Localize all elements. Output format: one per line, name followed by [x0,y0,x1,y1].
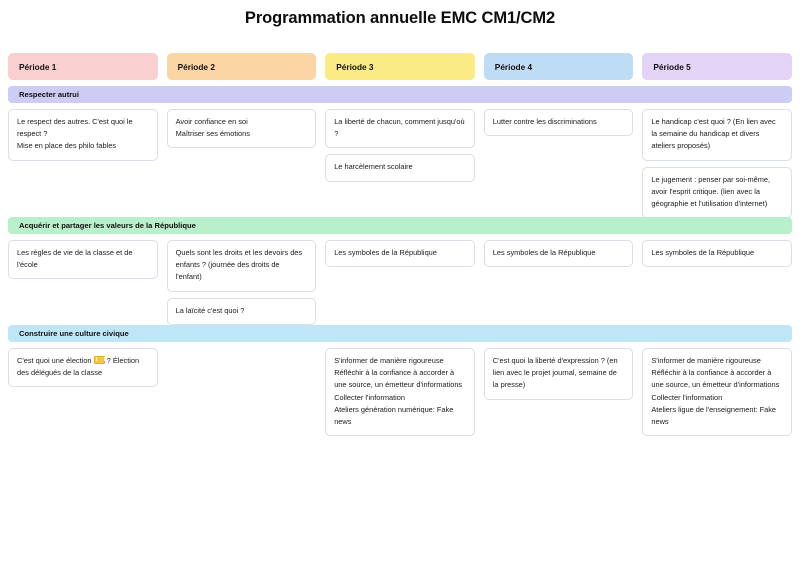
activity-card[interactable]: Le respect des autres. C'est quoi le res… [8,109,158,161]
section-3-title[interactable]: Construire une culture civique [8,325,792,342]
period-header-1[interactable]: Période 1 [8,53,158,80]
section-1-title[interactable]: Respecter autrui [8,86,792,103]
page-title: Programmation annuelle EMC CM1/CM2 [244,9,556,27]
activity-card-text-after: ? Élection des délégués de la classe [17,356,140,378]
period-header-3-label: Période 3 [336,61,374,72]
activity-card-text-before: C'est quoi une élection [17,356,94,365]
activity-card[interactable]: Le harcèlement scolaire [325,154,475,182]
column-period-4: Les symboles de la République [483,240,634,268]
section-2-title[interactable]: Acquérir et partager les valeurs de la R… [8,217,792,234]
activity-card[interactable]: Avoir confiance en soi Maîtriser ses émo… [166,109,317,149]
period-header-4[interactable]: Période 4 [483,53,634,80]
column-period-2: Quels sont les droits et les devoirs des… [166,240,317,325]
period-header-3[interactable]: Période 3 [325,53,475,80]
activity-card[interactable]: C'est quoi la liberté d'expression ? (en… [483,348,634,400]
period-header-5[interactable]: Période 5 [642,53,792,80]
activity-card[interactable]: C'est quoi une élection ? Élection des d… [8,348,158,388]
activity-card[interactable]: Lutter contre les discriminations [483,109,634,137]
activity-card[interactable]: S'informer de manière rigoureuse Réfléch… [325,348,475,437]
period-header-5-label: Période 5 [653,61,691,72]
column-period-3: La liberté de chacun, comment jusqu'où ?… [325,109,475,182]
column-period-2: Avoir confiance en soi Maîtriser ses émo… [166,109,317,149]
period-header-1-label: Période 1 [19,61,57,72]
period-header-2-label: Période 2 [177,61,215,72]
activity-card[interactable]: Les symboles de la République [483,240,634,268]
activity-card[interactable]: Les règles de vie de la classe et de l'é… [8,240,158,280]
column-period-5: Le handicap c'est quoi ? (En lien avec l… [642,109,792,219]
section-3-columns: C'est quoi une élection ? Élection des d… [8,348,792,437]
section-2-title-label: Acquérir et partager les valeurs de la R… [19,221,196,230]
column-period-3: Les symboles de la République [325,240,475,268]
section-2: Acquérir et partager les valeurs de la R… [8,217,792,325]
period-header-2[interactable]: Période 2 [166,53,317,80]
section-3-title-label: Construire une culture civique [19,329,129,338]
activity-card[interactable]: Les symboles de la République [325,240,475,268]
period-header-4-label: Période 4 [494,61,533,72]
period-header-row: Période 1 Période 2 Période 3 Période 4 … [8,53,792,80]
column-period-4: C'est quoi la liberté d'expression ? (en… [483,348,634,400]
column-period-4: Lutter contre les discriminations [483,109,634,137]
section-1-columns: Le respect des autres. C'est quoi le res… [8,109,792,219]
activity-card[interactable]: Le jugement : penser par soi-même, avoir… [642,166,792,219]
activity-card[interactable]: Le handicap c'est quoi ? (En lien avec l… [642,109,792,161]
column-period-1: C'est quoi une élection ? Élection des d… [8,348,158,388]
column-period-3: S'informer de manière rigoureuse Réfléch… [325,348,475,437]
column-period-5: Les symboles de la République [642,240,792,268]
activity-card[interactable]: La liberté de chacun, comment jusqu'où ? [325,109,475,149]
column-period-1: Les règles de vie de la classe et de l'é… [8,240,158,280]
activity-card[interactable]: Les symboles de la République [642,240,792,268]
section-1-title-label: Respecter autrui [19,90,79,99]
column-period-1: Le respect des autres. C'est quoi le res… [8,109,158,161]
activity-card[interactable]: Quels sont les droits et les devoirs des… [166,240,317,292]
activity-card[interactable]: S'informer de manière rigoureuse Réfléch… [642,348,792,437]
column-period-5: S'informer de manière rigoureuse Réfléch… [642,348,792,437]
activity-card[interactable]: La laïcité c'est quoi ? [166,297,317,325]
section-2-columns: Les règles de vie de la classe et de l'é… [8,240,792,325]
section-1: Respecter autrui Le respect des autres. C… [8,86,792,219]
ballot-box-icon [93,356,105,364]
